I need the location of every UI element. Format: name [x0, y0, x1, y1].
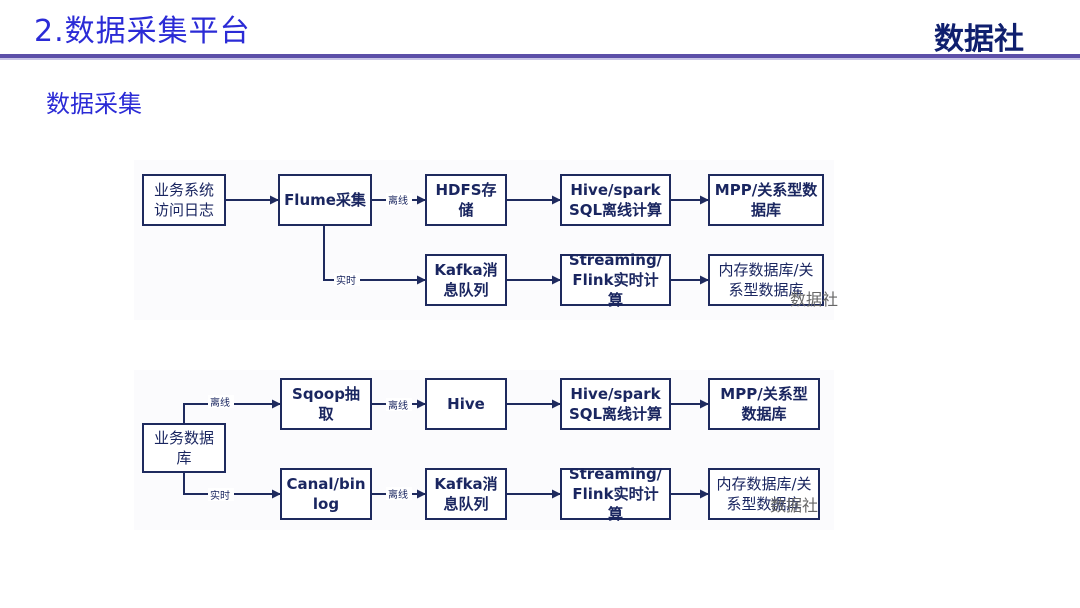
d2-edge-label-offline-mid: 离线 — [388, 399, 408, 412]
d1-watermark: 数据社 — [790, 290, 839, 309]
d2-node-mpp: MPP/关系型数据库 — [708, 378, 820, 430]
d1-node-mpp: MPP/关系型数据库 — [708, 174, 824, 226]
d2-edge-source-canal — [183, 473, 281, 499]
d2-node-canal: Canal/binlog — [280, 468, 372, 520]
d1-edge-flume-kafka — [323, 226, 426, 285]
d1-node-hive-spark: Hive/sparkSQL离线计算 — [560, 174, 671, 226]
d2-edge-source-sqoop — [183, 399, 281, 423]
d2-watermark: 数据社 — [770, 496, 819, 515]
d1-node-memdb: 内存数据库/关系型数据库 — [708, 254, 824, 306]
d2-node-sqoop: Sqoop抽取 — [280, 378, 372, 430]
d2-edge-label-offline-top: 离线 — [210, 396, 230, 409]
d2-edge-label-offline-low: 离线 — [388, 488, 408, 501]
d2-edge-label-realtime: 实时 — [210, 489, 230, 502]
section-title: 数据采集 — [46, 90, 142, 118]
d1-edge-label-realtime: 实时 — [336, 274, 356, 287]
header-divider — [0, 54, 1080, 58]
d2-node-kafka: Kafka消息队列 — [425, 468, 507, 520]
d1-node-kafka: Kafka消息队列 — [425, 254, 507, 306]
d2-node-memdb: 内存数据库/关系型数据库 — [708, 468, 820, 520]
d1-node-streaming: Streaming/Flink实时计算 — [560, 251, 671, 309]
brand-logo-text: 数据社 — [934, 22, 1024, 57]
d1-node-source: 业务系统访问日志 — [142, 174, 226, 226]
page-title: 2.数据采集平台 — [34, 14, 251, 49]
d1-edge-label-offline: 离线 — [388, 194, 408, 207]
d2-node-hive: Hive — [425, 378, 507, 430]
d2-node-source: 业务数据库 — [142, 423, 226, 473]
d1-node-flume: Flume采集 — [278, 174, 372, 226]
d2-node-hive-spark: Hive/sparkSQL离线计算 — [560, 378, 671, 430]
d2-node-streaming: Streaming/Flink实时计算 — [560, 465, 671, 523]
d1-node-hdfs: HDFS存储 — [425, 174, 507, 226]
header-divider-shadow — [0, 58, 1080, 60]
